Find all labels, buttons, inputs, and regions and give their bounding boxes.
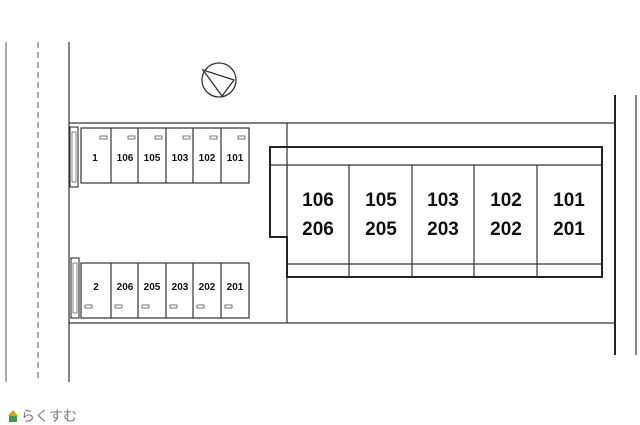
gate-top xyxy=(69,126,79,188)
unit-number-lower: 203 xyxy=(427,219,459,240)
unit-number-lower: 206 xyxy=(302,219,334,240)
north-arrow-icon xyxy=(201,62,237,98)
unit-number-upper: 101 xyxy=(553,190,585,211)
unit-number-upper: 102 xyxy=(490,190,522,211)
unit-105-205: 105 205 xyxy=(365,190,397,240)
road-right xyxy=(614,95,637,355)
parking-space-label: 2 xyxy=(93,282,99,293)
gate-bottom xyxy=(70,257,80,319)
unit-101-201: 101 201 xyxy=(553,190,585,240)
unit-number-lower: 202 xyxy=(490,219,522,240)
apartment-building: 106 206 105 205 103 203 102 202 101 201 xyxy=(269,146,603,278)
parking-space-label: 1 xyxy=(92,153,98,164)
parking-space-label: 205 xyxy=(144,282,161,293)
parking-space-label: 101 xyxy=(227,153,244,164)
brand-logo: らくすむ xyxy=(8,409,77,425)
wheel-stop xyxy=(99,135,246,140)
parking-space-label: 201 xyxy=(227,282,244,293)
unit-number-lower: 201 xyxy=(553,219,585,240)
house-icon xyxy=(8,410,18,422)
parking-space-label: 203 xyxy=(172,282,189,293)
wheel-stop xyxy=(84,304,233,309)
unit-number-upper: 106 xyxy=(302,190,334,211)
unit-102-202: 102 202 xyxy=(490,190,522,240)
parking-row-top: 1 106 105 103 102 101 xyxy=(80,127,250,184)
parking-space-label: 106 xyxy=(117,153,134,164)
parking-space-label: 202 xyxy=(199,282,216,293)
parking-space-label: 102 xyxy=(199,153,216,164)
unit-number-upper: 105 xyxy=(365,190,397,211)
unit-106-206: 106 206 xyxy=(302,190,334,240)
brand-name: らくすむ xyxy=(21,409,77,425)
road-left xyxy=(5,42,70,382)
parking-space-label: 206 xyxy=(117,282,134,293)
unit-number-upper: 103 xyxy=(427,190,459,211)
unit-number-lower: 205 xyxy=(365,219,397,240)
parking-row-bottom: 2 206 205 203 202 201 xyxy=(80,262,250,319)
parking-space-label: 103 xyxy=(172,153,189,164)
unit-103-203: 103 203 xyxy=(427,190,459,240)
parking-space-label: 105 xyxy=(144,153,161,164)
